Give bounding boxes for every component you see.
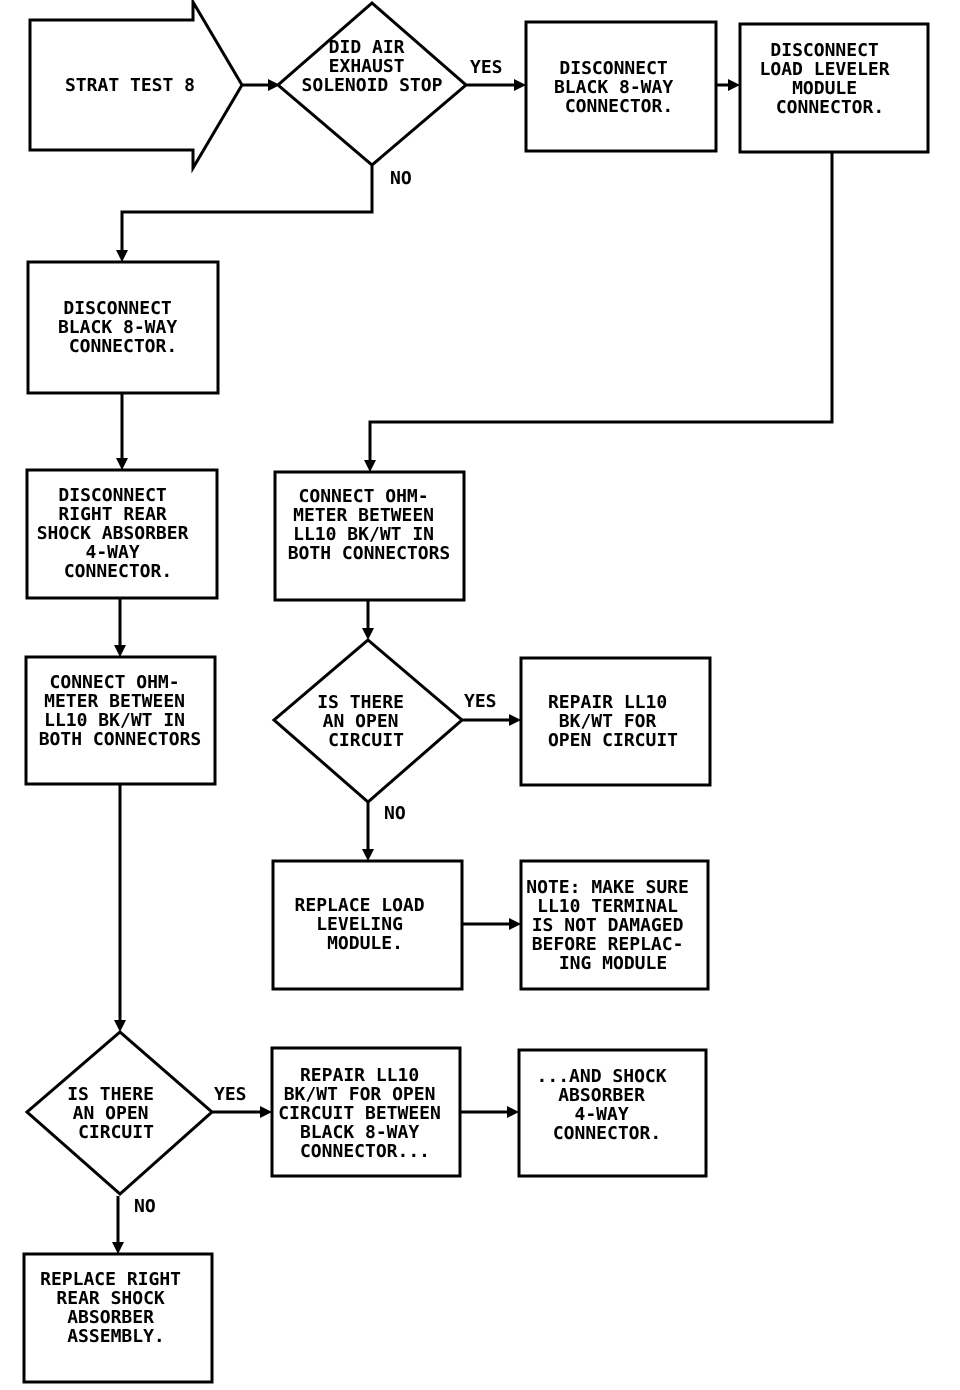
- node-labels: STRAT TEST 8 DID AIR EXHAUST SOLENOID ST…: [37, 37, 901, 1347]
- box-note: [519, 859, 710, 991]
- box-replace-module: [271, 859, 464, 991]
- arrow-head: [362, 849, 374, 861]
- decision-open-left-label: IS THERE AN OPEN CIRCUIT: [67, 1084, 165, 1143]
- ohm-left-label: CONNECT OHM- METER BETWEEN LL10 BK/WT IN…: [39, 672, 202, 750]
- no-label-open-right: NO: [384, 803, 406, 824]
- disc-black-left-label: DISCONNECT BLACK 8-WAY CONNECTOR.: [58, 298, 188, 357]
- disc-black-top-label: DISCONNECT BLACK 8-WAY CONNECTOR.: [554, 58, 684, 117]
- arrow-head: [509, 714, 521, 726]
- box-repair-ll10: [519, 656, 712, 787]
- disc-shock-label: DISCONNECT RIGHT REAR SHOCK ABSORBER 4-W…: [37, 485, 200, 582]
- arrow-head: [260, 1106, 272, 1118]
- arrow-head: [509, 918, 521, 930]
- box-and-shock: [517, 1048, 708, 1178]
- arrow-head: [116, 458, 128, 470]
- yes-label-open-right: YES: [464, 691, 497, 712]
- and-shock-label: ...AND SHOCK ABSORBER 4-WAY CONNECTOR.: [537, 1066, 678, 1144]
- arrow-heads: [112, 79, 740, 1254]
- box-disc-black-left: [26, 260, 220, 395]
- arrow-head: [116, 250, 128, 262]
- arrow-head: [362, 628, 374, 640]
- replace-module-label: REPLACE LOAD LEVELING MODULE.: [295, 895, 436, 954]
- connector-lines: [116, 83, 834, 1244]
- box-replace-shock: [22, 1252, 214, 1384]
- box-disc-black-top: [524, 20, 718, 153]
- node-shapes: [22, 0, 930, 1384]
- start-arrow-shape: [28, 0, 244, 174]
- decision-open-right-shape: [271, 638, 465, 804]
- no-label-solenoid: NO: [390, 168, 412, 189]
- arrow-head: [364, 460, 376, 472]
- repair-between-label: REPAIR LL10 BK/WT FOR OPEN CIRCUIT BETWE…: [278, 1065, 451, 1162]
- arrow-head: [268, 79, 280, 91]
- arrow-head: [114, 1020, 126, 1032]
- box-ohm-right: [273, 470, 466, 602]
- arrow-head: [507, 1106, 519, 1118]
- decision-solenoid-shape: [275, 1, 469, 167]
- line-module-down: [368, 152, 834, 462]
- line-solenoid-no: [120, 165, 374, 252]
- branch-labels: YES NO YES NO YES NO: [134, 57, 503, 1217]
- box-disc-module: [738, 22, 930, 154]
- arrow-head: [514, 79, 526, 91]
- decision-solenoid-label: DID AIR EXHAUST SOLENOID STOP: [302, 37, 443, 96]
- yes-label-open-left: YES: [214, 1084, 247, 1105]
- decision-open-left-shape: [24, 1030, 215, 1197]
- box-disc-shock: [25, 468, 219, 600]
- yes-label-solenoid: YES: [470, 57, 503, 78]
- no-label-open-left: NO: [134, 1196, 156, 1217]
- ohm-right-label: CONNECT OHM- METER BETWEEN LL10 BK/WT IN…: [288, 486, 451, 564]
- replace-shock-label: REPLACE RIGHT REAR SHOCK ABSORBER ASSEMB…: [40, 1269, 192, 1347]
- start-label: STRAT TEST 8: [65, 75, 195, 96]
- box-ohm-left: [24, 655, 217, 786]
- decision-open-right-label: IS THERE AN OPEN CIRCUIT: [317, 692, 415, 751]
- arrow-head: [728, 79, 740, 91]
- disc-module-label: DISCONNECT LOAD LEVELER MODULE CONNECTOR…: [760, 40, 901, 118]
- repair-ll10-label: REPAIR LL10 BK/WT FOR OPEN CIRCUIT: [548, 692, 678, 751]
- box-repair-between: [270, 1046, 462, 1178]
- arrow-head: [112, 1242, 124, 1254]
- arrow-head: [114, 645, 126, 657]
- note-label: NOTE: MAKE SURE LL10 TERMINAL IS NOT DAM…: [526, 877, 699, 974]
